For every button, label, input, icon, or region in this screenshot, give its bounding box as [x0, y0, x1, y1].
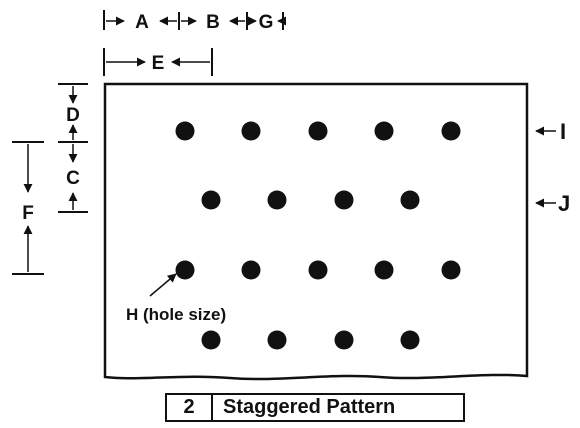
- hole: [241, 260, 261, 280]
- hole-size-leader-arrow: [149, 273, 177, 297]
- hole: [267, 190, 287, 210]
- hole: [334, 190, 354, 210]
- caption-box: 2 Staggered Pattern: [165, 393, 465, 422]
- label-f: F: [22, 203, 34, 224]
- label-a: A: [135, 12, 149, 33]
- hole: [334, 330, 354, 350]
- hole: [441, 260, 461, 280]
- caption-number: 2: [167, 395, 213, 420]
- label-c: C: [66, 168, 80, 189]
- label-i: I: [560, 119, 566, 144]
- hole: [241, 121, 261, 141]
- hole: [374, 260, 394, 280]
- label-b: B: [206, 12, 220, 33]
- hole: [201, 190, 221, 210]
- top-dimensions: [103, 10, 287, 76]
- label-g: G: [259, 12, 274, 33]
- hole: [441, 121, 461, 141]
- hole: [308, 121, 328, 141]
- left-dimensions: [12, 83, 88, 275]
- hole: [201, 330, 221, 350]
- hole-grid: [175, 121, 461, 350]
- hole: [400, 190, 420, 210]
- label-e: E: [152, 53, 165, 74]
- label-d: D: [66, 105, 80, 126]
- caption-title: Staggered Pattern: [223, 396, 396, 418]
- label-hole-size: H (hole size): [126, 305, 226, 324]
- hole: [175, 121, 195, 141]
- hole: [400, 330, 420, 350]
- label-j: J: [558, 191, 570, 216]
- hole: [308, 260, 328, 280]
- hole: [175, 260, 195, 280]
- hole: [267, 330, 287, 350]
- hole: [374, 121, 394, 141]
- plate-outline: [103, 82, 529, 381]
